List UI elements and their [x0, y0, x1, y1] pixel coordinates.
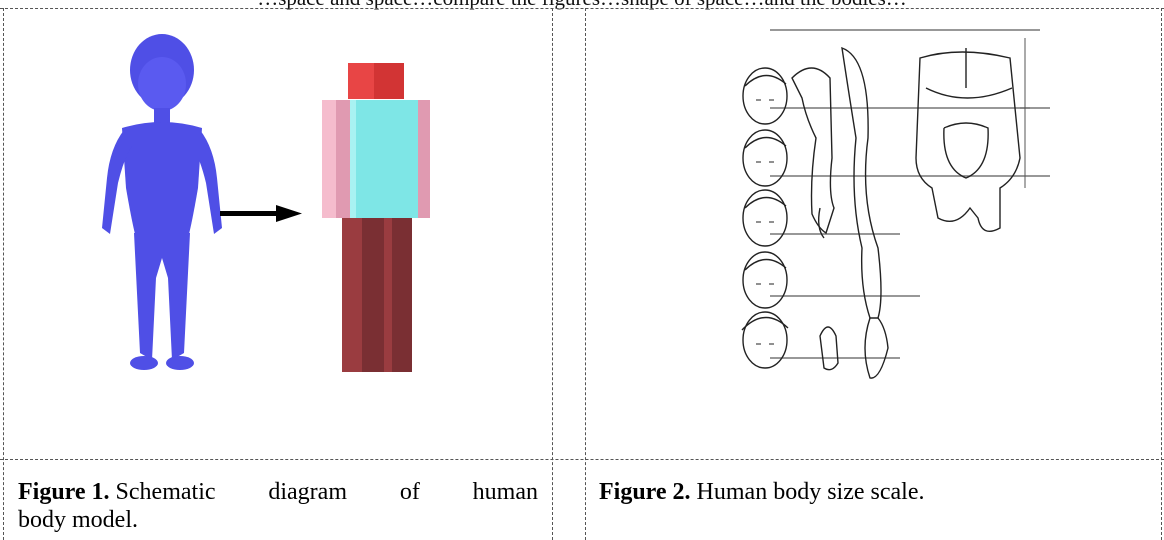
table-left-border — [3, 8, 4, 540]
table-middle-border-2 — [585, 8, 586, 540]
figure2-caption-text: Human body size scale. — [696, 479, 925, 505]
figure1-caption: Figure 1. Schematic diagram of human bod… — [18, 478, 538, 534]
figure1-caption-line2: body model. — [18, 507, 138, 533]
figure2-caption: Figure 2. Human body size scale. — [599, 478, 1139, 506]
face-stack — [741, 67, 789, 369]
top-cut-text: …space and space…compare the figures…sha… — [0, 0, 1164, 10]
right-arrow-icon — [220, 205, 302, 222]
figure1-graphic — [102, 34, 430, 372]
table-row-divider — [0, 459, 1164, 460]
figure1-caption-text: Schematic diagram of human — [115, 479, 538, 505]
figure2-label: Figure 2. — [599, 479, 691, 505]
human-figure-icon — [102, 34, 222, 370]
figure1-label: Figure 1. — [18, 479, 110, 505]
block-body-model-icon — [322, 63, 430, 372]
anatomy-sketch-icon — [741, 29, 1050, 379]
table-top-border — [0, 8, 1164, 9]
table-right-border — [1161, 8, 1162, 540]
figure2-graphic — [741, 29, 1050, 379]
figure1-caption-line1: Figure 1. Schematic diagram of human — [18, 478, 538, 506]
table-middle-border — [552, 8, 553, 540]
